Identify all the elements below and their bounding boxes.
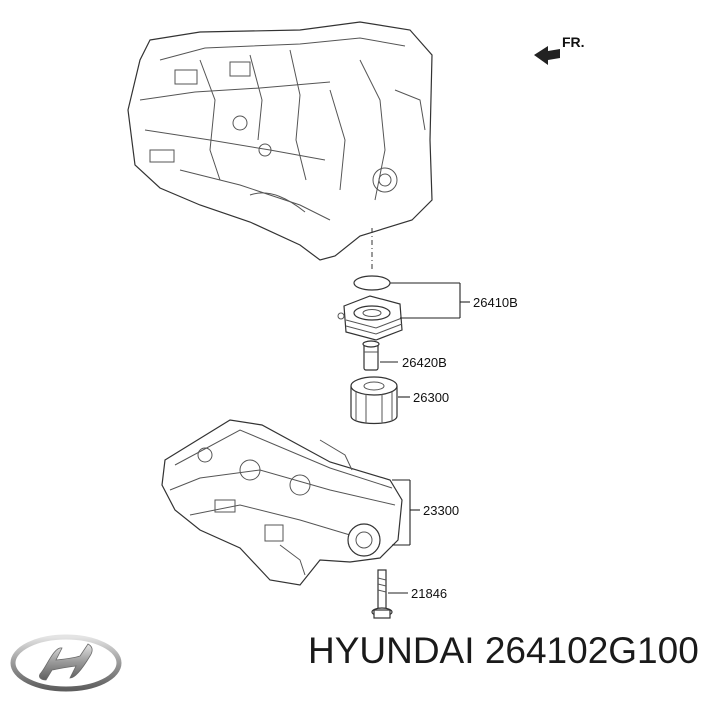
oil-filter-part bbox=[350, 376, 398, 425]
callout-23300: 23300 bbox=[423, 503, 459, 518]
front-label: FR. bbox=[562, 34, 585, 50]
oil-cooler-part bbox=[337, 295, 403, 341]
callout-26410b: 26410B bbox=[473, 295, 518, 310]
part-number: 264102G100 bbox=[484, 630, 699, 671]
o-ring-gasket bbox=[353, 275, 391, 291]
front-direction-indicator: FR. bbox=[534, 34, 585, 65]
brand-name: HYUNDAI bbox=[308, 630, 475, 671]
engine-block-illustration bbox=[127, 21, 433, 261]
connector-bolt-part bbox=[362, 340, 380, 371]
callout-26300: 26300 bbox=[413, 390, 449, 405]
oil-pump-balancer-part bbox=[161, 419, 403, 586]
callout-leaders bbox=[380, 282, 470, 594]
hyundai-logo-icon bbox=[10, 634, 122, 692]
part-caption: HYUNDAI 264102G100 bbox=[308, 630, 708, 684]
callout-26420b: 26420B bbox=[402, 355, 447, 370]
callout-21846: 21846 bbox=[411, 586, 447, 601]
front-arrow-icon bbox=[534, 46, 560, 65]
bolt-part bbox=[371, 569, 393, 619]
